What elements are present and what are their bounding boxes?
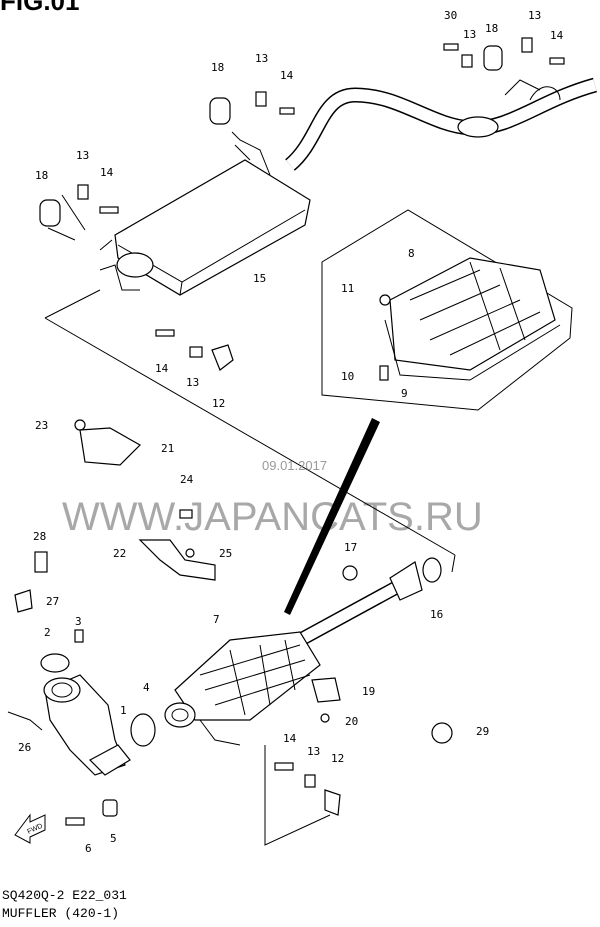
tail-pipe[interactable] <box>284 77 598 171</box>
callout[interactable]: 21 <box>161 442 174 455</box>
callout[interactable]: 15 <box>253 272 266 285</box>
callout[interactable]: 26 <box>18 741 31 754</box>
callout[interactable]: 22 <box>113 547 126 560</box>
date-stamp: 09.01.2017 <box>262 458 327 473</box>
callout[interactable]: 13 <box>186 376 199 389</box>
callout[interactable]: 12 <box>212 397 225 410</box>
callout[interactable]: 14 <box>100 166 114 179</box>
callout[interactable]: 27 <box>46 595 59 608</box>
callout[interactable]: 14 <box>155 362 169 375</box>
callout[interactable]: 23 <box>35 419 48 432</box>
catalytic-converter-7[interactable] <box>164 561 423 746</box>
callout[interactable]: 18 <box>485 22 498 35</box>
callout[interactable]: 4 <box>143 681 150 694</box>
callout[interactable]: 10 <box>341 370 354 383</box>
callout[interactable]: 12 <box>331 752 344 765</box>
callout[interactable]: 9 <box>401 387 408 400</box>
exhaust-manifold-pipe-1[interactable] <box>7 653 131 776</box>
heat-shield-9[interactable] <box>321 209 573 411</box>
callout[interactable]: 13 <box>463 28 476 41</box>
callout[interactable]: 24 <box>180 473 194 486</box>
callout[interactable]: 6 <box>85 842 92 855</box>
callout[interactable]: 11 <box>341 282 354 295</box>
callout[interactable]: 5 <box>110 832 117 845</box>
direction-arrow <box>284 418 380 615</box>
callout-labels: 30 13 18 13 14 18 13 14 13 14 18 15 8 11… <box>18 9 564 855</box>
callout[interactable]: 13 <box>255 52 268 65</box>
callout[interactable]: 2 <box>44 626 51 639</box>
callout[interactable]: 19 <box>362 685 375 698</box>
muffler-15[interactable] <box>99 131 311 296</box>
callout[interactable]: 18 <box>211 61 224 74</box>
footer-code: SQ420Q-2 E22_031 <box>2 888 127 903</box>
callout[interactable]: 16 <box>430 608 443 621</box>
callout[interactable]: 25 <box>219 547 232 560</box>
forward-direction-icon: FWD <box>14 813 46 844</box>
callout[interactable]: 30 <box>444 9 457 22</box>
callout[interactable]: 8 <box>408 247 415 260</box>
callout[interactable]: 13 <box>307 745 320 758</box>
footer-name: MUFFLER (420-1) <box>2 906 120 921</box>
callout[interactable]: 13 <box>528 9 541 22</box>
callout[interactable]: 7 <box>213 613 220 626</box>
callout[interactable]: 14 <box>280 69 294 82</box>
small-parts <box>14 37 565 826</box>
callout[interactable]: 17 <box>344 541 357 554</box>
callout[interactable]: 29 <box>476 725 489 738</box>
watermark: WWW.JAPANCATS.RU <box>62 495 483 539</box>
callout[interactable]: 18 <box>35 169 48 182</box>
callout[interactable]: 20 <box>345 715 358 728</box>
callout[interactable]: 3 <box>75 615 82 628</box>
callout[interactable]: 1 <box>120 704 127 717</box>
figure-title: FIG.01 <box>0 0 80 16</box>
callout[interactable]: 14 <box>550 29 564 42</box>
callout[interactable]: 28 <box>33 530 46 543</box>
callout[interactable]: 13 <box>76 149 89 162</box>
callout[interactable]: 14 <box>283 732 297 745</box>
assembly-outline <box>44 194 456 846</box>
